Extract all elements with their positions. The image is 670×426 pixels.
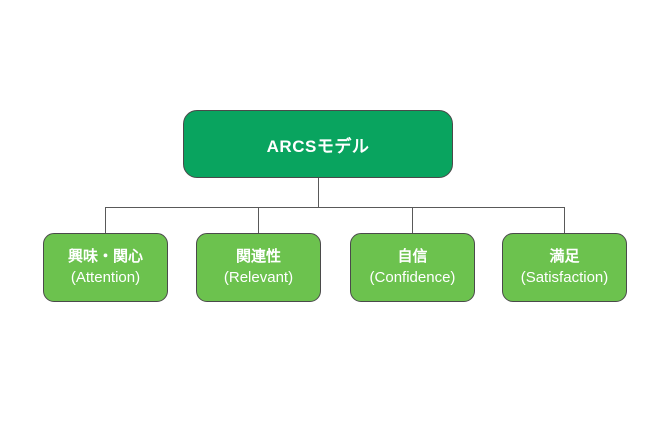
child-node-attention-jp-label: 興味・関心 [67, 248, 143, 266]
connector-stem [318, 178, 319, 207]
connector-horizontal [106, 207, 565, 208]
root-node-arcs-model: ARCSモデル [183, 110, 453, 178]
child-node-satisfaction: 満足 (Satisfaction) [502, 233, 627, 302]
child-node-confidence-jp-label: 自信 [397, 248, 428, 266]
child-node-satisfaction-jp-label: 満足 [549, 248, 580, 266]
root-node-label: ARCSモデル [266, 136, 370, 156]
child-node-relevant: 関連性 (Relevant) [196, 233, 321, 302]
child-node-satisfaction-en-label: (Satisfaction) [520, 268, 609, 286]
connector-drop-confidence [412, 207, 413, 233]
child-node-relevant-en-label: (Relevant) [223, 268, 294, 286]
child-node-relevant-jp-label: 関連性 [235, 248, 281, 266]
child-node-confidence-en-label: (Confidence) [369, 268, 456, 286]
child-node-confidence: 自信 (Confidence) [350, 233, 475, 302]
child-node-attention: 興味・関心 (Attention) [43, 233, 168, 302]
connector-drop-relevant [258, 207, 259, 233]
connector-drop-satisfaction [564, 207, 565, 233]
connector-drop-attention [105, 207, 106, 233]
child-node-attention-en-label: (Attention) [70, 268, 141, 286]
